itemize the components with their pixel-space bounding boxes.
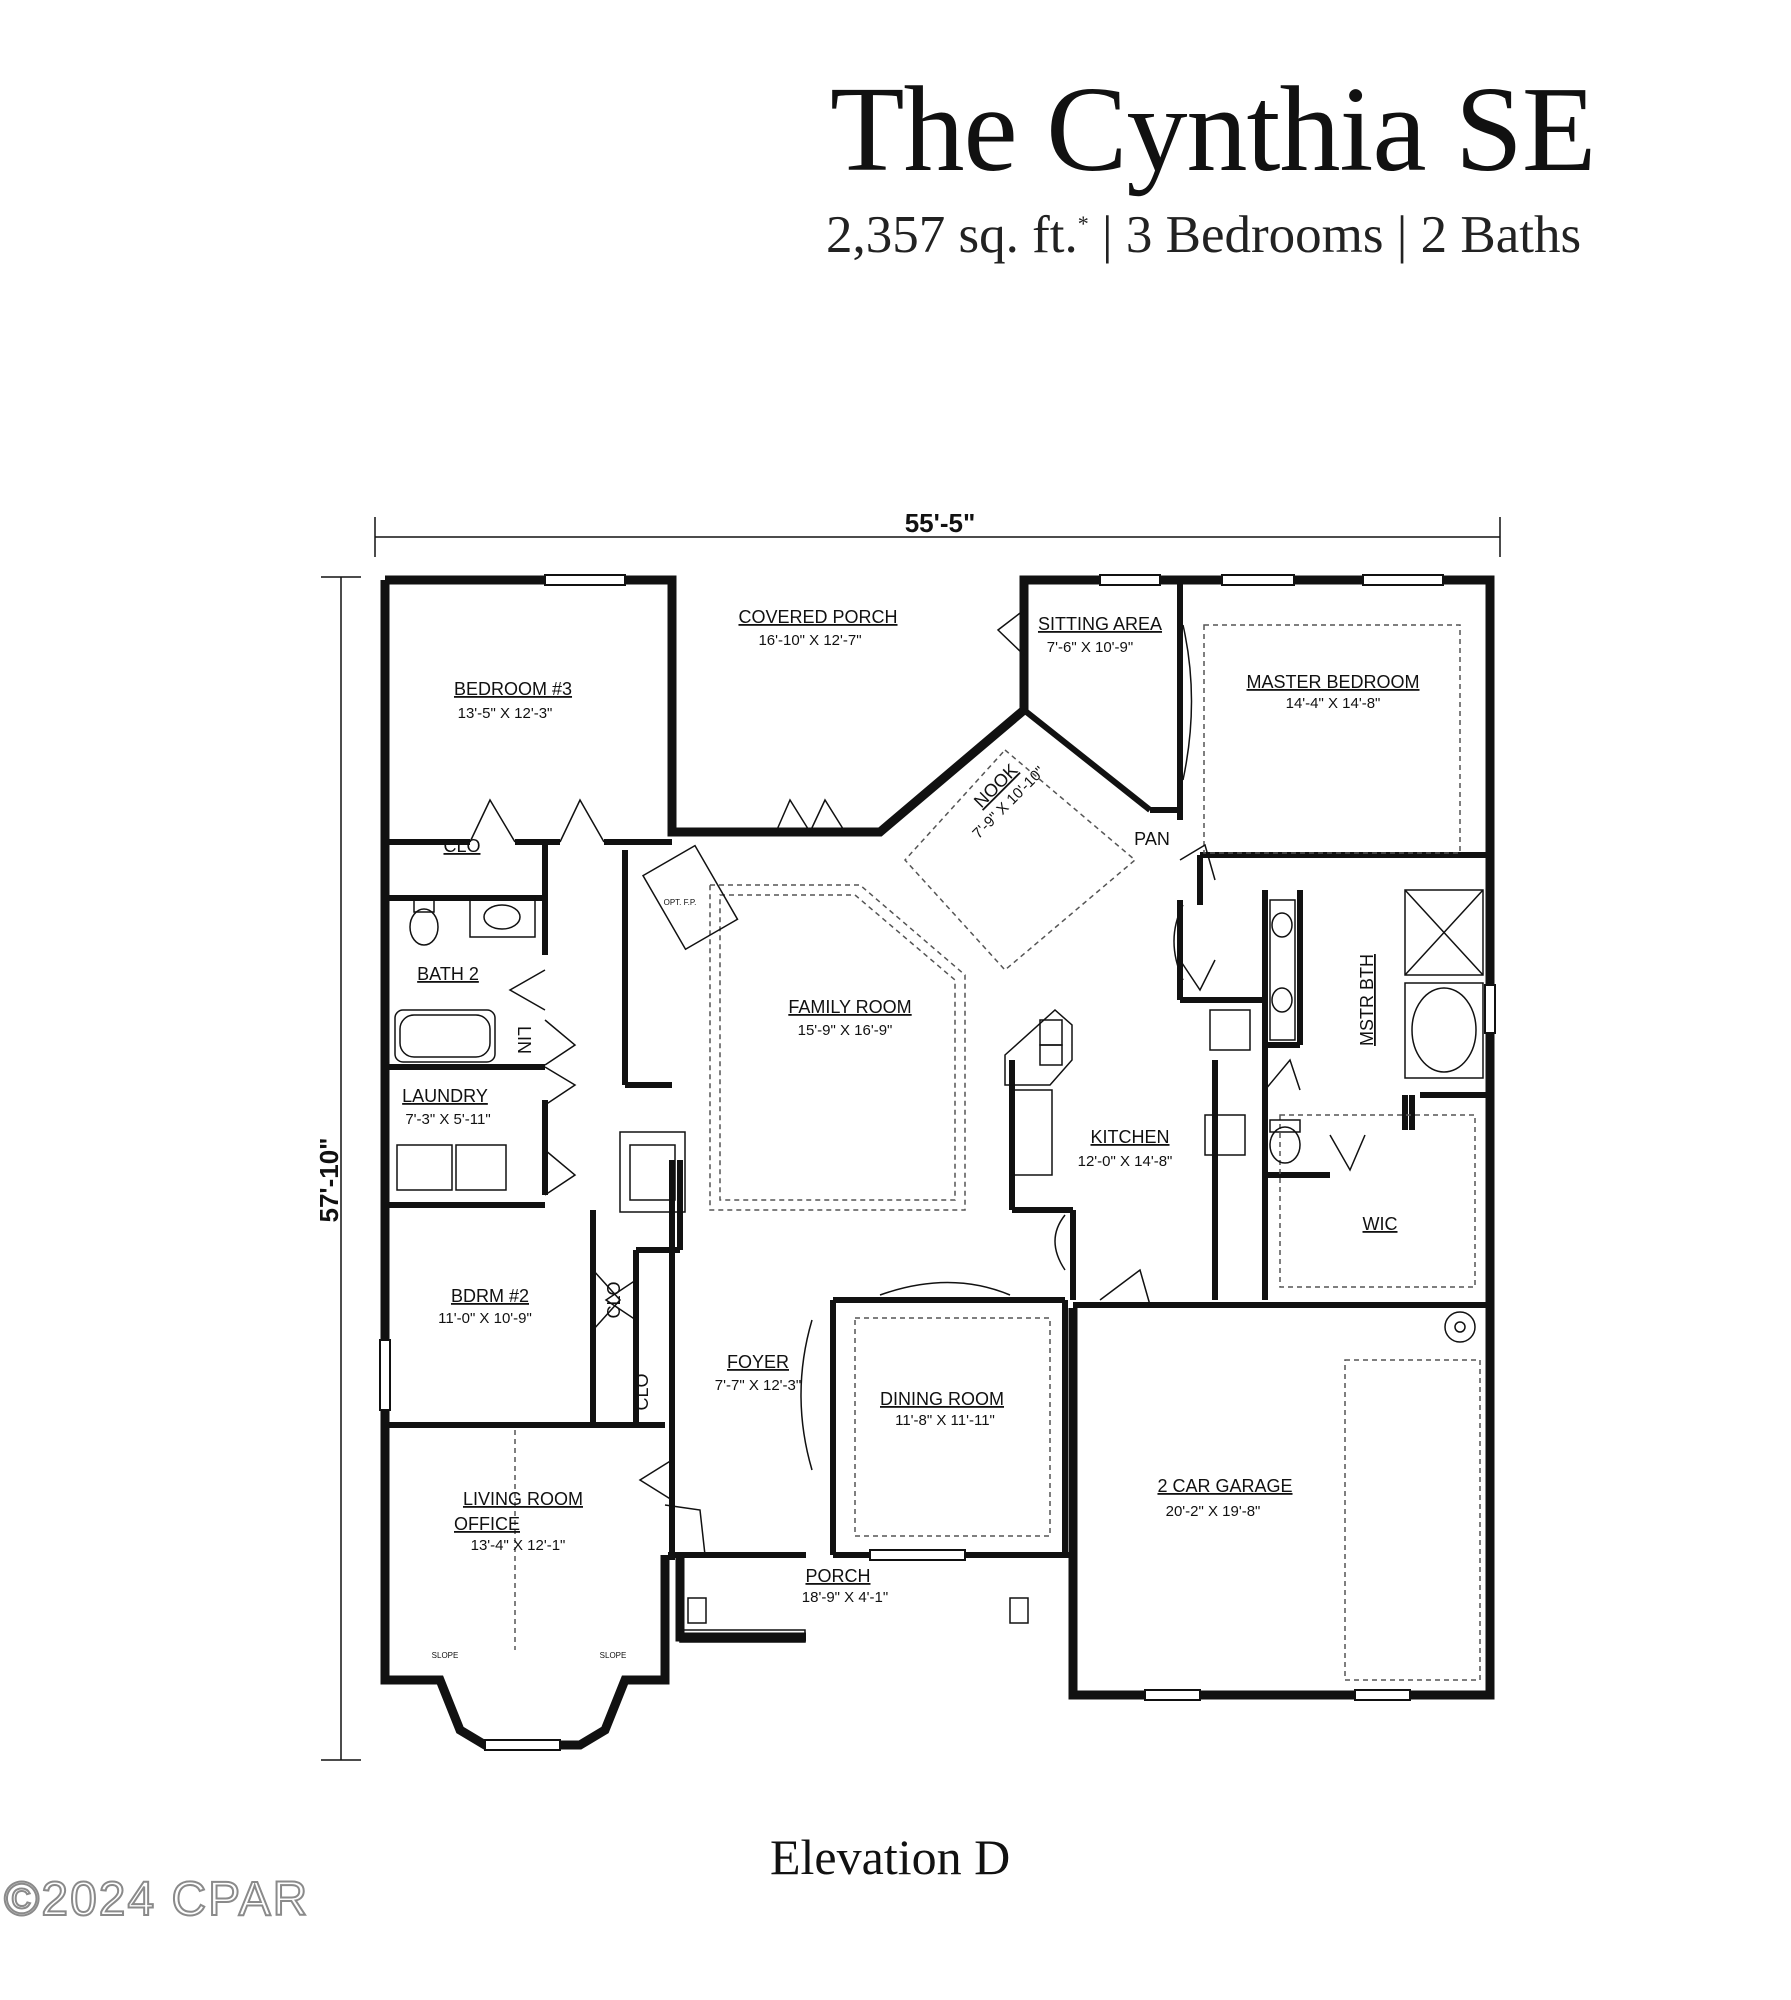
room-labels: BEDROOM #3 13'-5" X 12'-3" COVERED PORCH… <box>402 607 1419 1660</box>
label-wic: WIC <box>1363 1214 1398 1234</box>
size-foyer: 7'-7" X 12'-3" <box>715 1377 801 1394</box>
label-bdrm2: BDRM #2 <box>451 1286 529 1306</box>
size-master-bedroom: 14'-4" X 14'-8" <box>1286 695 1381 712</box>
label-bath2: BATH 2 <box>417 964 479 984</box>
label-foyer: FOYER <box>727 1352 789 1372</box>
label-pan: PAN <box>1134 829 1170 849</box>
size-kitchen: 12'-0" X 14'-8" <box>1078 1153 1173 1170</box>
copyright-watermark: ©2024 CPAR <box>3 1872 310 1927</box>
plan-subtitle: 2,357 sq. ft.* | 3 Bedrooms | 2 Baths <box>826 205 1581 265</box>
label-living-room: LIVING ROOM <box>463 1489 583 1509</box>
depth-dimension: 57'-10" <box>314 1137 344 1222</box>
elevation-label: Elevation D <box>770 1829 1011 1885</box>
size-sitting-area: 7'-6" X 10'-9" <box>1047 639 1133 656</box>
size-covered-porch: 16'-10" X 12'-7" <box>758 632 861 649</box>
door-swings <box>469 609 1366 1556</box>
label-garage: 2 CAR GARAGE <box>1157 1476 1292 1496</box>
label-clo-b: CLO <box>632 1373 652 1410</box>
label-dining-room: DINING ROOM <box>880 1389 1004 1409</box>
ceiling-outlines <box>514 624 1481 1681</box>
label-slope-left: SLOPE <box>432 1651 459 1660</box>
label-laundry: LAUNDRY <box>402 1086 488 1106</box>
label-clo-bed3: CLO <box>443 836 480 856</box>
label-lin: LIN <box>514 1026 534 1054</box>
size-dining-room: 11'-8" X 11'-11" <box>895 1412 995 1429</box>
width-dimension: 55'-5" <box>905 508 976 538</box>
label-slope-right: SLOPE <box>600 1651 627 1660</box>
size-living-room: 13'-4" X 12'-1" <box>471 1537 566 1554</box>
fixtures <box>394 844 1484 1643</box>
windows <box>379 574 1496 1751</box>
size-bedroom3: 13'-5" X 12'-3" <box>458 705 553 722</box>
size-family-room: 15'-9" X 16'-9" <box>798 1022 893 1039</box>
interior-walls <box>385 580 1490 1560</box>
label-master-bedroom: MASTER BEDROOM <box>1246 672 1419 692</box>
beds-baths-text: | 3 Bedrooms | 2 Baths <box>1088 206 1582 264</box>
plan-title: The Cynthia SE <box>830 62 1596 197</box>
exterior-walls <box>380 575 1495 1750</box>
label-office: OFFICE <box>454 1514 520 1534</box>
label-mstr-bth: MSTR BTH <box>1357 954 1377 1046</box>
label-bedroom3: BEDROOM #3 <box>454 679 572 699</box>
size-bdrm2: 11'-0" X 10'-9" <box>438 1310 532 1327</box>
label-clo-a: CLO <box>604 1281 624 1318</box>
dimension-lines <box>321 517 1501 1761</box>
sqft-text: 2,357 sq. ft. <box>826 206 1078 264</box>
label-covered-porch: COVERED PORCH <box>738 607 897 627</box>
size-laundry: 7'-3" X 5'-11" <box>405 1111 490 1128</box>
label-opt-fp: OPT. F.P. <box>664 898 697 907</box>
label-family-room: FAMILY ROOM <box>788 997 911 1017</box>
size-garage: 20'-2" X 19'-8" <box>1166 1503 1261 1520</box>
size-porch: 18'-9" X 4'-1" <box>802 1589 888 1606</box>
label-sitting-area: SITTING AREA <box>1038 614 1162 634</box>
label-porch: PORCH <box>805 1566 870 1586</box>
label-kitchen: KITCHEN <box>1090 1127 1169 1147</box>
sqft-asterisk: * <box>1077 211 1089 236</box>
